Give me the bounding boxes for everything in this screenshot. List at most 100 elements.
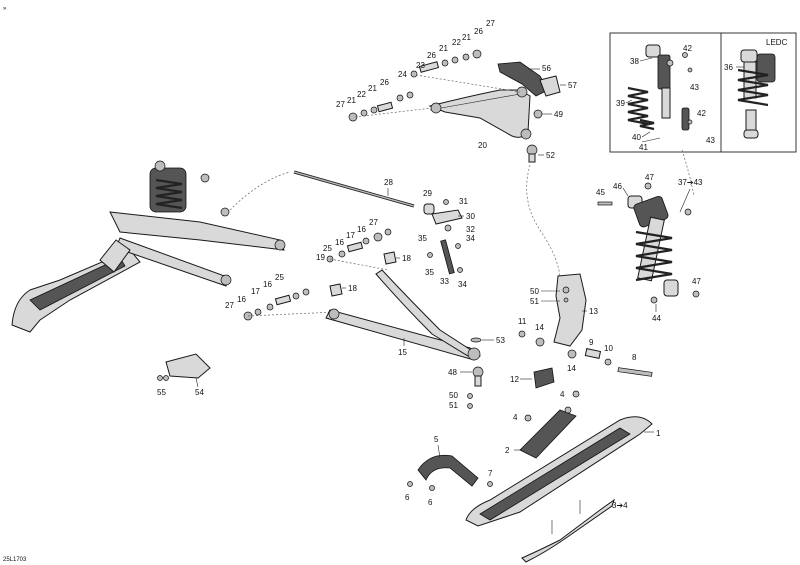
callout-25-top: 25 xyxy=(323,244,332,253)
upper-arm-guard xyxy=(497,61,561,119)
callout-47-bottom: 47 xyxy=(692,277,701,286)
stabilizer-link-hardware xyxy=(423,199,463,275)
callout-21-left: 21 xyxy=(347,96,356,105)
lower-arm-hardware-upper-row xyxy=(326,228,397,271)
callout-31: 31 xyxy=(459,197,468,206)
callout-57: 57 xyxy=(568,81,577,90)
lower-ball-joint xyxy=(472,366,484,387)
callout-11: 11 xyxy=(518,317,527,326)
callout-45: 45 xyxy=(596,188,605,197)
callout-21-top: 21 xyxy=(462,33,471,42)
callout-40: 40 xyxy=(632,133,641,142)
callout-21-mid: 21 xyxy=(368,84,377,93)
ski-handle xyxy=(407,454,493,491)
callout-29: 29 xyxy=(423,189,432,198)
callout-37-43: 37➔43 xyxy=(678,178,703,187)
callout-52: 52 xyxy=(546,151,555,160)
callout-25-bottom: 25 xyxy=(275,273,284,282)
corner-mark: » xyxy=(3,6,7,12)
callout-42-bottom: 42 xyxy=(697,109,706,118)
callout-19: 19 xyxy=(316,253,325,262)
callout-27-top: 27 xyxy=(486,19,495,28)
callout-30: 30 xyxy=(466,212,475,221)
callout-36: 36 xyxy=(724,63,733,72)
callout-43-bottom: 43 xyxy=(706,136,715,145)
callout-27-mid: 27 xyxy=(369,218,378,227)
callout-34-top: 34 xyxy=(466,234,475,243)
callout-17-top: 17 xyxy=(346,231,355,240)
callout-20: 20 xyxy=(478,141,487,150)
callout-54: 54 xyxy=(195,388,204,397)
callout-22-right: 22 xyxy=(452,38,461,47)
callout-48: 48 xyxy=(448,368,457,377)
ledc-shock xyxy=(737,49,776,139)
callout-41: 41 xyxy=(639,143,648,152)
callout-16-top: 16 xyxy=(335,238,344,247)
ledc-title: LEDC xyxy=(766,38,788,47)
skid-plate xyxy=(157,353,211,381)
upper-ball-joint xyxy=(526,144,538,163)
callout-55: 55 xyxy=(157,388,166,397)
callout-46: 46 xyxy=(613,182,622,191)
ski xyxy=(465,416,653,563)
callout-8: 8 xyxy=(632,353,637,362)
callout-24: 24 xyxy=(398,70,407,79)
callout-47-top: 47 xyxy=(645,173,654,182)
lower-a-arm xyxy=(325,269,481,361)
callout-39: 39 xyxy=(616,99,625,108)
callout-35-top: 35 xyxy=(418,234,427,243)
callout-16-mid: 16 xyxy=(357,225,366,234)
callout-6-left: 6 xyxy=(405,493,410,502)
callout-26-mid: 26 xyxy=(427,51,436,60)
callout-2: 2 xyxy=(505,446,510,455)
upper-a-arm xyxy=(348,49,532,140)
callout-42-top: 42 xyxy=(683,44,692,53)
callout-16-lower-mid: 16 xyxy=(263,280,272,289)
callout-26-left: 26 xyxy=(380,78,389,87)
callout-15: 15 xyxy=(398,348,407,357)
callout-14-bottom: 14 xyxy=(567,364,576,373)
spindle-hardware xyxy=(518,330,653,377)
drawing-code: 25L1703 xyxy=(3,557,27,563)
callout-7: 7 xyxy=(488,469,493,478)
standard-shock-exploded xyxy=(627,44,693,143)
callout-6-right: 6 xyxy=(428,498,433,507)
ski-leg xyxy=(519,390,580,459)
callout-50-bottom: 50 xyxy=(449,391,458,400)
callout-43-top: 43 xyxy=(690,83,699,92)
callout-35-bottom: 35 xyxy=(425,268,434,277)
callout-10: 10 xyxy=(604,344,613,353)
stabilizer-bar xyxy=(293,170,415,208)
callout-22-left: 22 xyxy=(357,90,366,99)
callout-56: 56 xyxy=(542,64,551,73)
callout-38: 38 xyxy=(630,57,639,66)
callout-53: 53 xyxy=(496,336,505,345)
inset-frame xyxy=(609,32,797,153)
callout-4-left: 4 xyxy=(513,413,518,422)
lower-arm-hardware-lower-row xyxy=(243,283,343,321)
callout-28: 28 xyxy=(384,178,393,187)
callout-33: 33 xyxy=(440,277,449,286)
callout-13: 13 xyxy=(589,307,598,316)
callout-34-bottom: 34 xyxy=(458,280,467,289)
assembled-front-suspension xyxy=(11,160,286,333)
callout-18-bottom: 18 xyxy=(348,284,357,293)
spindle xyxy=(553,273,587,347)
callout-5: 5 xyxy=(434,435,439,444)
callout-51-bottom: 51 xyxy=(449,401,458,410)
callout-27-bottom: 27 xyxy=(225,301,234,310)
callout-49: 49 xyxy=(554,110,563,119)
callout-23: 23 xyxy=(416,61,425,70)
callout-21-right: 21 xyxy=(439,44,448,53)
callout-32: 32 xyxy=(466,225,475,234)
ski-stopper xyxy=(533,367,555,389)
callout-17-bottom: 17 xyxy=(251,287,260,296)
shock-detail-inset: LEDC 36 38 39 40 xyxy=(609,32,797,153)
callout-3-to-4: 3➔4 xyxy=(612,501,628,510)
callout-12: 12 xyxy=(510,375,519,384)
callout-44: 44 xyxy=(652,314,661,323)
callout-16-bottom: 16 xyxy=(237,295,246,304)
callout-50-top: 50 xyxy=(530,287,539,296)
callout-26-top: 26 xyxy=(474,27,483,36)
